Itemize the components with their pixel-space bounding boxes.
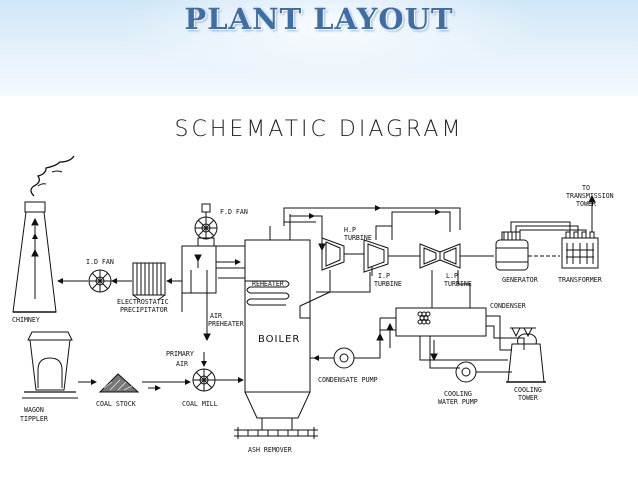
coal-mill: [192, 352, 244, 392]
page-title: PLANT LAYOUT: [184, 2, 454, 36]
chimney: [12, 155, 75, 313]
label-cooling-tower-line2: TOWER: [518, 394, 538, 402]
label-cooling-water-pump-line1: COOLING: [444, 390, 472, 398]
label-to-transmission-line3: TOWER: [576, 200, 596, 208]
lp-turbine: [419, 243, 494, 308]
reheat-steam-loop: [283, 205, 461, 230]
generator: [495, 231, 560, 271]
label-reheater: REHEATER: [252, 280, 284, 288]
label-wagon-tippler-line2: TIPPLER: [20, 415, 48, 423]
cooling-water-lines: [380, 315, 525, 369]
label-fd-fan: F.D FAN: [220, 208, 248, 216]
label-transformer: TRANSFORMER: [558, 276, 602, 284]
generator-output-lines: [510, 221, 587, 236]
header-light-flare: [120, 0, 540, 80]
label-id-fan: I.D FAN: [86, 258, 114, 266]
label-ash-remover: ASH REMOVER: [248, 446, 292, 454]
fd-fan: [194, 203, 218, 240]
label-to-transmission-line2: TRANSMISSION: [566, 192, 614, 200]
id-fan: [88, 269, 112, 293]
header-banner: [0, 0, 638, 96]
label-condensate-pump: CONDENSATE PUMP: [318, 376, 378, 384]
label-cooling-tower-line1: COOLING: [514, 386, 542, 394]
label-air-preheater-line2: PREHEATER: [208, 320, 244, 328]
label-condenser: CONDENSER: [490, 302, 526, 310]
label-ip-turbine-line1: I.P: [378, 272, 390, 280]
label-boiler: BOILER: [258, 334, 300, 345]
ip-turbine: [316, 209, 451, 293]
label-hp-turbine-line2: TURBINE: [344, 234, 372, 242]
boiler: [244, 214, 311, 430]
label-generator: GENERATOR: [502, 276, 538, 284]
label-primary-air-line2: AIR: [176, 360, 188, 368]
hp-turbine: [299, 237, 364, 319]
condenser: [395, 294, 487, 337]
transformer: [561, 194, 599, 269]
label-to-transmission-line1: TO: [582, 184, 590, 192]
coal-stock: [98, 373, 191, 393]
electrostatic-precipitator: [132, 262, 166, 301]
label-wagon-tippler-line1: WAGON: [24, 406, 44, 414]
cooling-tower: [506, 327, 546, 383]
label-coal-mill: COAL MILL: [182, 400, 218, 408]
condensate-pump: [310, 318, 384, 369]
label-lp-turbine-line2: TURBINE: [444, 280, 472, 288]
wagon-tippler: [22, 331, 97, 399]
label-cooling-water-pump-line2: WATER PUMP: [438, 398, 478, 406]
diagram-subtitle: SCHEMATIC DIAGRAM: [174, 117, 464, 142]
label-ip-turbine-line2: TURBINE: [374, 280, 402, 288]
label-air-preheater-line1: AIR: [210, 312, 222, 320]
label-lp-turbine-line1: L.P: [446, 272, 458, 280]
label-hp-turbine-line1: H.P: [344, 226, 356, 234]
label-primary-air-line1: PRIMARY: [166, 350, 194, 358]
label-esp-line2: PRECIPITATOR: [120, 306, 168, 314]
cooling-water-pump: [455, 361, 512, 383]
label-esp-line1: ELECTROSTATIC: [117, 298, 169, 306]
label-chimney: CHIMNEY: [12, 316, 40, 324]
ash-remover: [234, 427, 318, 439]
label-coal-stock: COAL STOCK: [96, 400, 136, 408]
